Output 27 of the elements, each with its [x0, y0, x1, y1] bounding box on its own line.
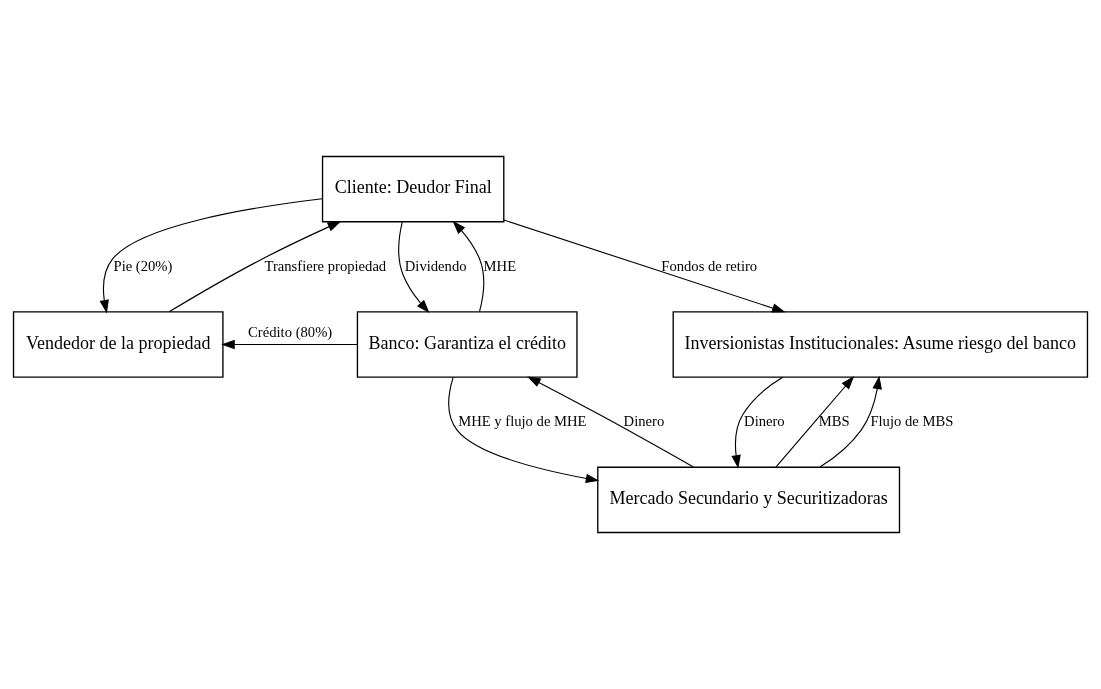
arrow [819, 375, 882, 468]
arrow [99, 198, 323, 314]
arrow [503, 219, 786, 313]
node-box: Vendedor de la propiedad [12, 311, 224, 378]
node-box: Banco: Garantiza el crédito [356, 311, 578, 378]
edge-label: Transfiere propiedad [264, 257, 387, 274]
edge-label: Fondos de retiro [661, 257, 758, 274]
arrow [452, 220, 485, 313]
edge-label: MBS [818, 413, 850, 429]
node-box: Cliente: Deudor Final [321, 155, 505, 223]
node-box: Inversionistas Institucionales: Asume riesgo del banco [672, 311, 1089, 378]
edge-label: Dinero [744, 413, 785, 429]
edge-label: Crédito (80%) [248, 324, 333, 341]
arrow [731, 376, 784, 469]
edge-label: MHE y flujo de MHE [458, 413, 587, 429]
arrow [221, 339, 358, 350]
arrow [448, 377, 600, 484]
edge-label: Dividendo [404, 257, 467, 274]
arrow [775, 376, 855, 468]
arrow [398, 221, 430, 314]
edge-label: Pie (20%) [113, 257, 173, 274]
node-box: Mercado Secundario y Securitizadoras [597, 466, 901, 534]
edge-label: MHE [483, 257, 517, 274]
edge-label: Dinero [623, 413, 665, 429]
arrow [527, 376, 694, 468]
edge-label: Flujo de MBS [870, 413, 954, 429]
arrow [168, 221, 342, 313]
